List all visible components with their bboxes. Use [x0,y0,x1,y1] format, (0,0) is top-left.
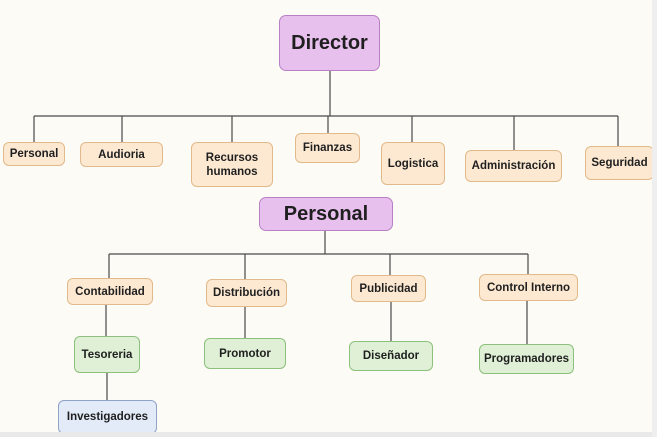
node-tesoreria[interactable]: Tesoreria [74,336,140,373]
node-distribucion[interactable]: Distribución [206,279,287,307]
node-logistica[interactable]: Logistica [381,142,445,185]
node-administracion[interactable]: Administración [465,150,562,182]
node-promotor[interactable]: Promotor [204,338,286,369]
node-publicidad[interactable]: Publicidad [351,275,426,302]
node-seguridad[interactable]: Seguridad [585,146,654,180]
node-director[interactable]: Director [279,15,380,71]
node-control-interno[interactable]: Control Interno [479,274,578,301]
node-finanzas[interactable]: Finanzas [295,133,360,163]
node-contabilidad[interactable]: Contabilidad [67,278,153,305]
node-disenador[interactable]: Diseñador [349,341,433,371]
bottom-edge-bar [0,432,657,437]
node-investigadores[interactable]: Investigadores [58,400,157,434]
node-programadores[interactable]: Programadores [479,344,574,374]
right-edge-bar [652,0,657,437]
node-personal[interactable]: Personal [259,197,393,231]
node-recursos-humanos[interactable]: Recursos humanos [191,142,273,187]
node-audioria[interactable]: Audioria [80,142,163,167]
node-personal-dept[interactable]: Personal [3,142,65,166]
